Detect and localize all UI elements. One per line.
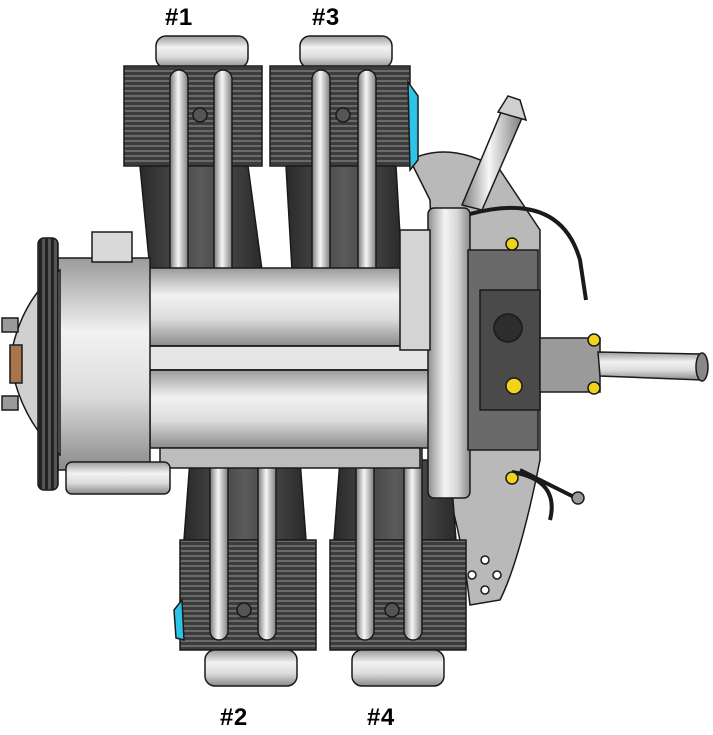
oil-filler-tube [460,95,528,211]
propeller-hub [1,257,151,471]
cylinder-1-label: #1 [165,4,193,31]
cylinder-2-label: #2 [220,704,248,731]
cylinder-4-label: #4 [367,704,395,731]
fuel-line [469,205,588,521]
cylinder-2 [173,391,317,687]
starter-motor [65,231,171,495]
oil-sensor [505,237,585,505]
crankcase [119,267,441,469]
ring-gear [37,237,59,491]
cylinder-1 [123,35,263,306]
intake-horn [539,333,709,395]
cylinder-3 [269,35,419,306]
cylinder-3-label: #3 [312,4,340,31]
